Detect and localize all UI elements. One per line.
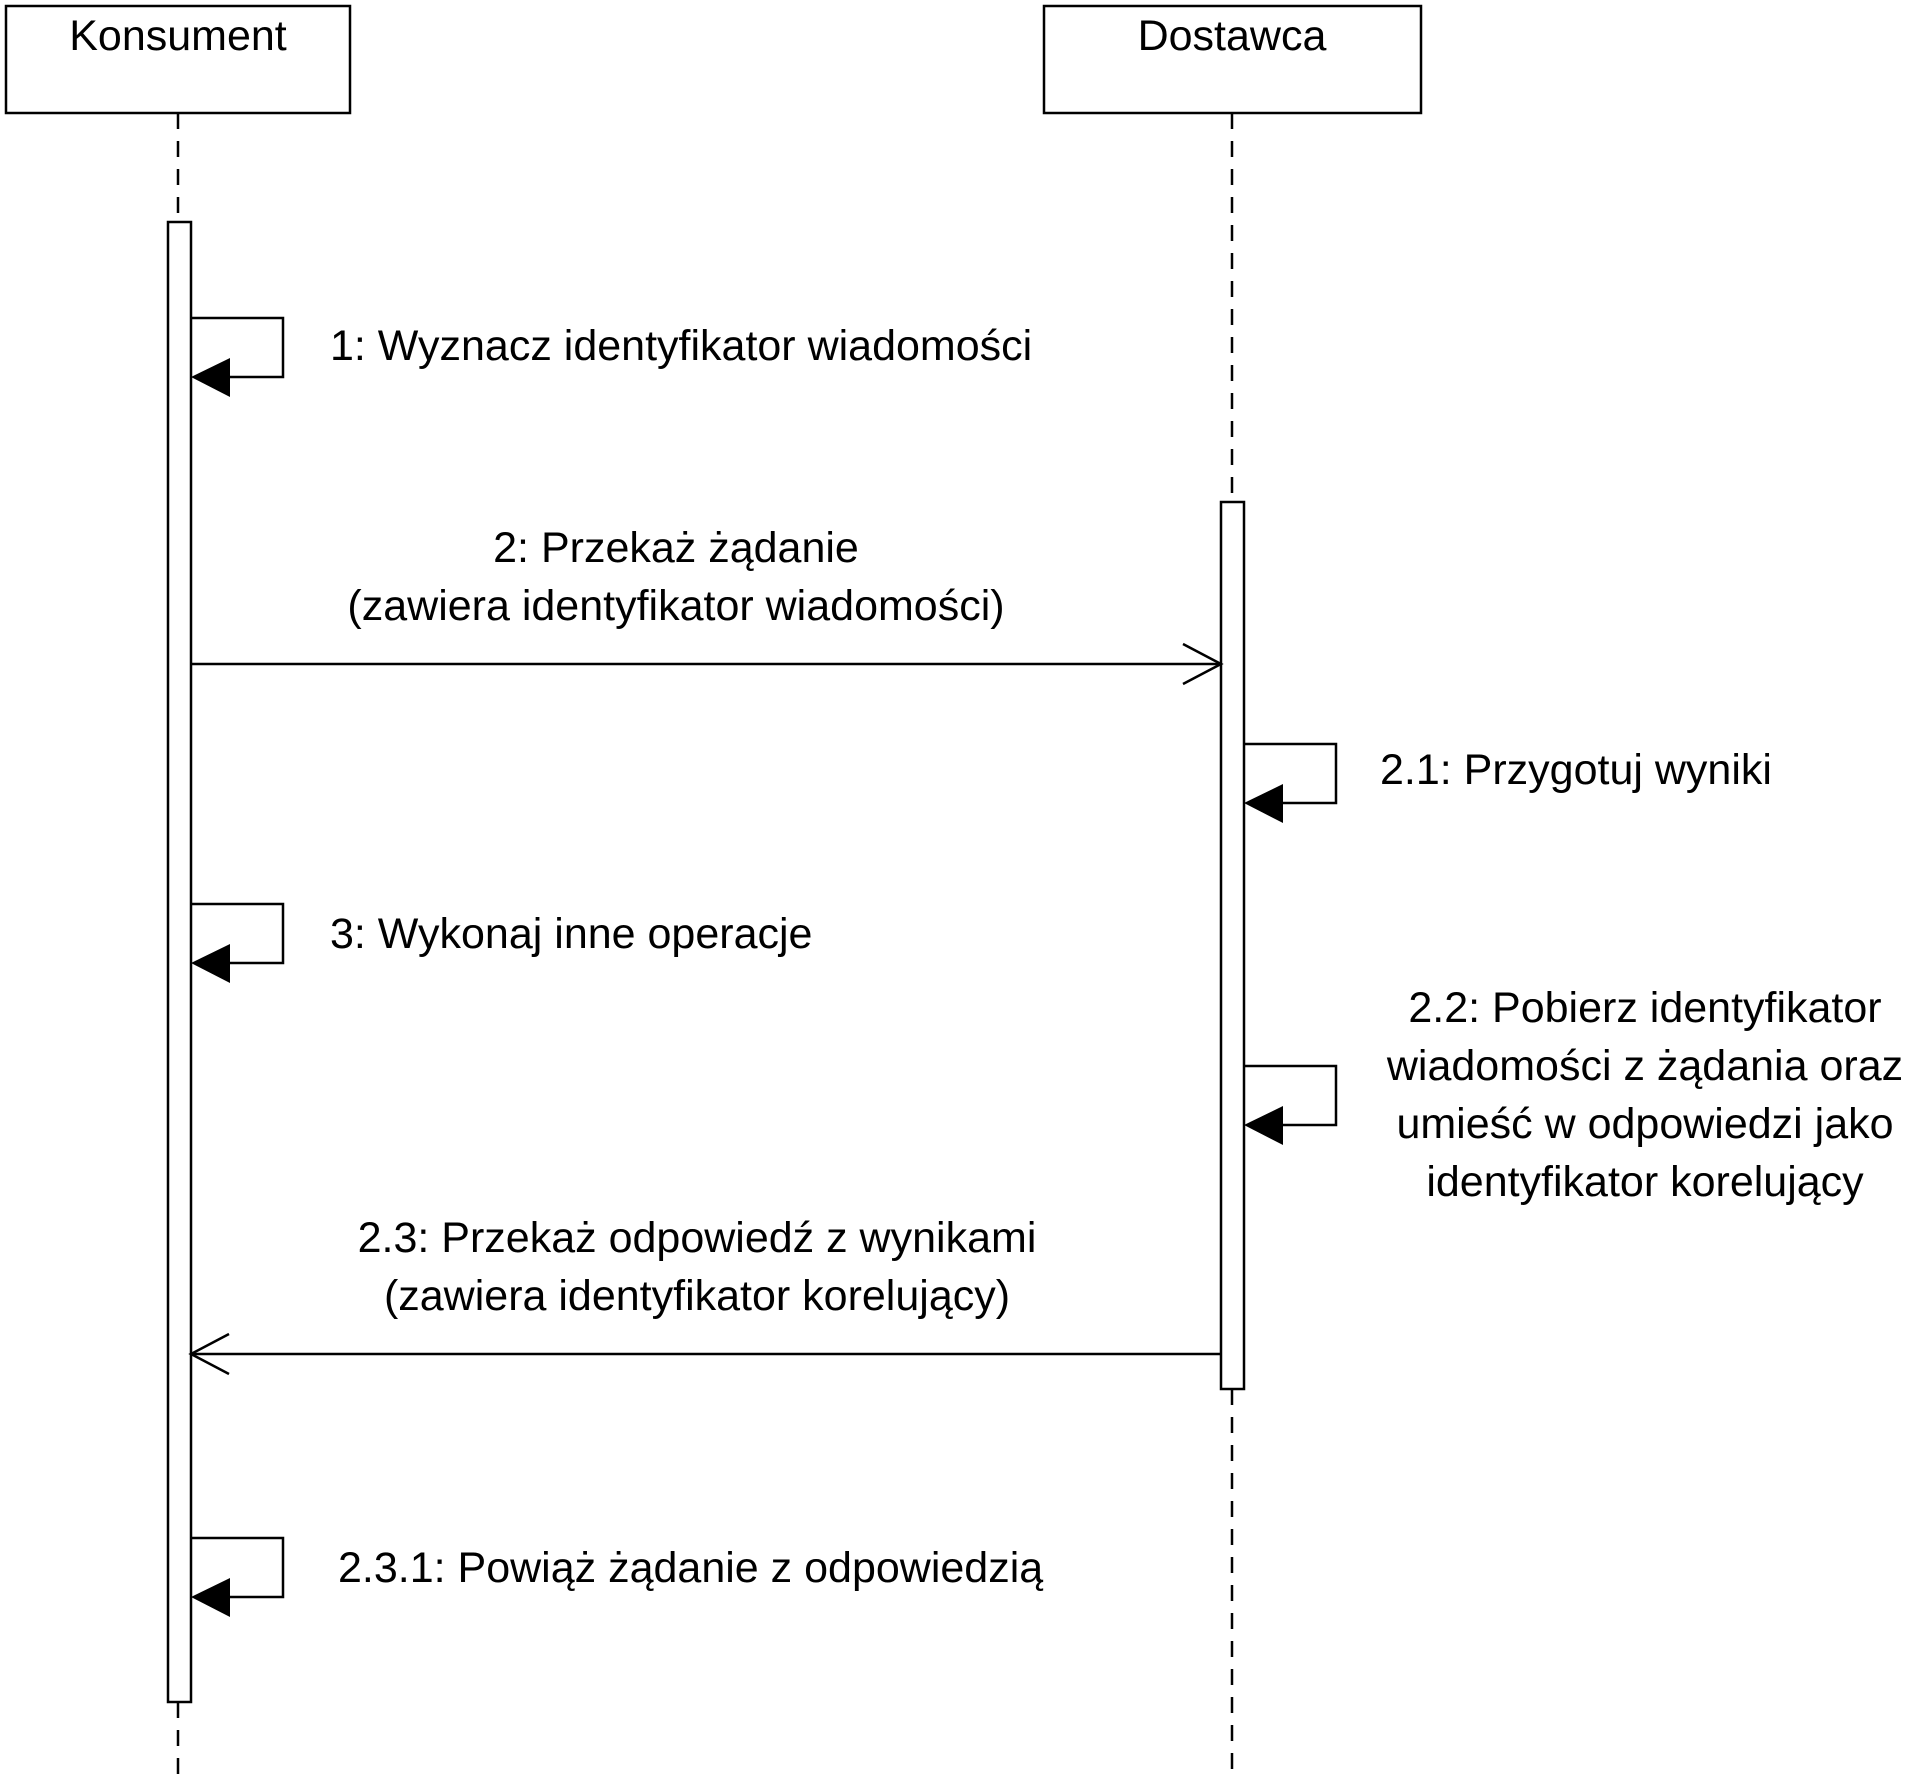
participant-box xyxy=(1042,4,1423,115)
message-label: umieść w odpowiedzi jako xyxy=(1396,1100,1893,1148)
message-label: (zawiera identyfikator korelujący) xyxy=(384,1272,1010,1320)
message-3: 3: Wykonaj inne operacje xyxy=(191,902,812,983)
arrowhead-filled xyxy=(191,944,230,983)
message-label: 2.2: Pobierz identyfikator xyxy=(1408,984,1881,1032)
message-2: 2: Przekaż żądanie (zawiera identyfikato… xyxy=(191,524,1224,686)
self-call-arrow xyxy=(191,316,285,379)
activation-bar xyxy=(166,220,193,1704)
self-call-arrow xyxy=(191,902,285,965)
message-label: 2.3: Przekaż odpowiedź z wynikami xyxy=(358,1214,1037,1262)
participant-konsument: Konsument xyxy=(4,4,352,1779)
participant-dostawca: Dostawca xyxy=(1042,4,1423,1779)
arrowhead-open xyxy=(188,1332,230,1376)
self-call-arrow xyxy=(1244,1064,1338,1127)
participant-label: Dostawca xyxy=(1138,12,1327,60)
participant-label: Konsument xyxy=(69,12,287,60)
message-label: 1: Wyznacz identyfikator wiadomości xyxy=(330,322,1032,370)
message-2-1: 2.1: Przygotuj wyniki xyxy=(1244,742,1772,823)
message-2-2: 2.2: Pobierz identyfikator wiadomości z … xyxy=(1244,984,1903,1206)
message-label: (zawiera identyfikator wiadomości) xyxy=(347,582,1004,630)
arrowhead-filled xyxy=(191,1578,230,1617)
arrowhead-filled xyxy=(1244,1106,1283,1145)
message-label: 2: Przekaż żądanie xyxy=(493,524,859,572)
self-call-arrow xyxy=(191,1536,285,1599)
message-1: 1: Wyznacz identyfikator wiadomości xyxy=(191,316,1032,397)
message-label: wiadomości z żądania oraz xyxy=(1386,1042,1903,1090)
message-label: 2.1: Przygotuj wyniki xyxy=(1380,746,1772,794)
arrowhead-open xyxy=(1182,642,1224,686)
message-2-3: 2.3: Przekaż odpowiedź z wynikami (zawie… xyxy=(188,1214,1221,1376)
message-2-3-1: 2.3.1: Powiąż żądanie z odpowiedzią xyxy=(191,1536,1043,1617)
message-label: identyfikator korelujący xyxy=(1426,1158,1864,1206)
self-call-arrow xyxy=(1244,742,1338,805)
message-label: 3: Wykonaj inne operacje xyxy=(330,910,812,958)
message-label: 2.3.1: Powiąż żądanie z odpowiedzią xyxy=(338,1544,1043,1592)
participant-box xyxy=(4,4,352,115)
activation-bar xyxy=(1219,500,1246,1391)
arrowhead-filled xyxy=(1244,784,1283,823)
arrowhead-filled xyxy=(191,358,230,397)
